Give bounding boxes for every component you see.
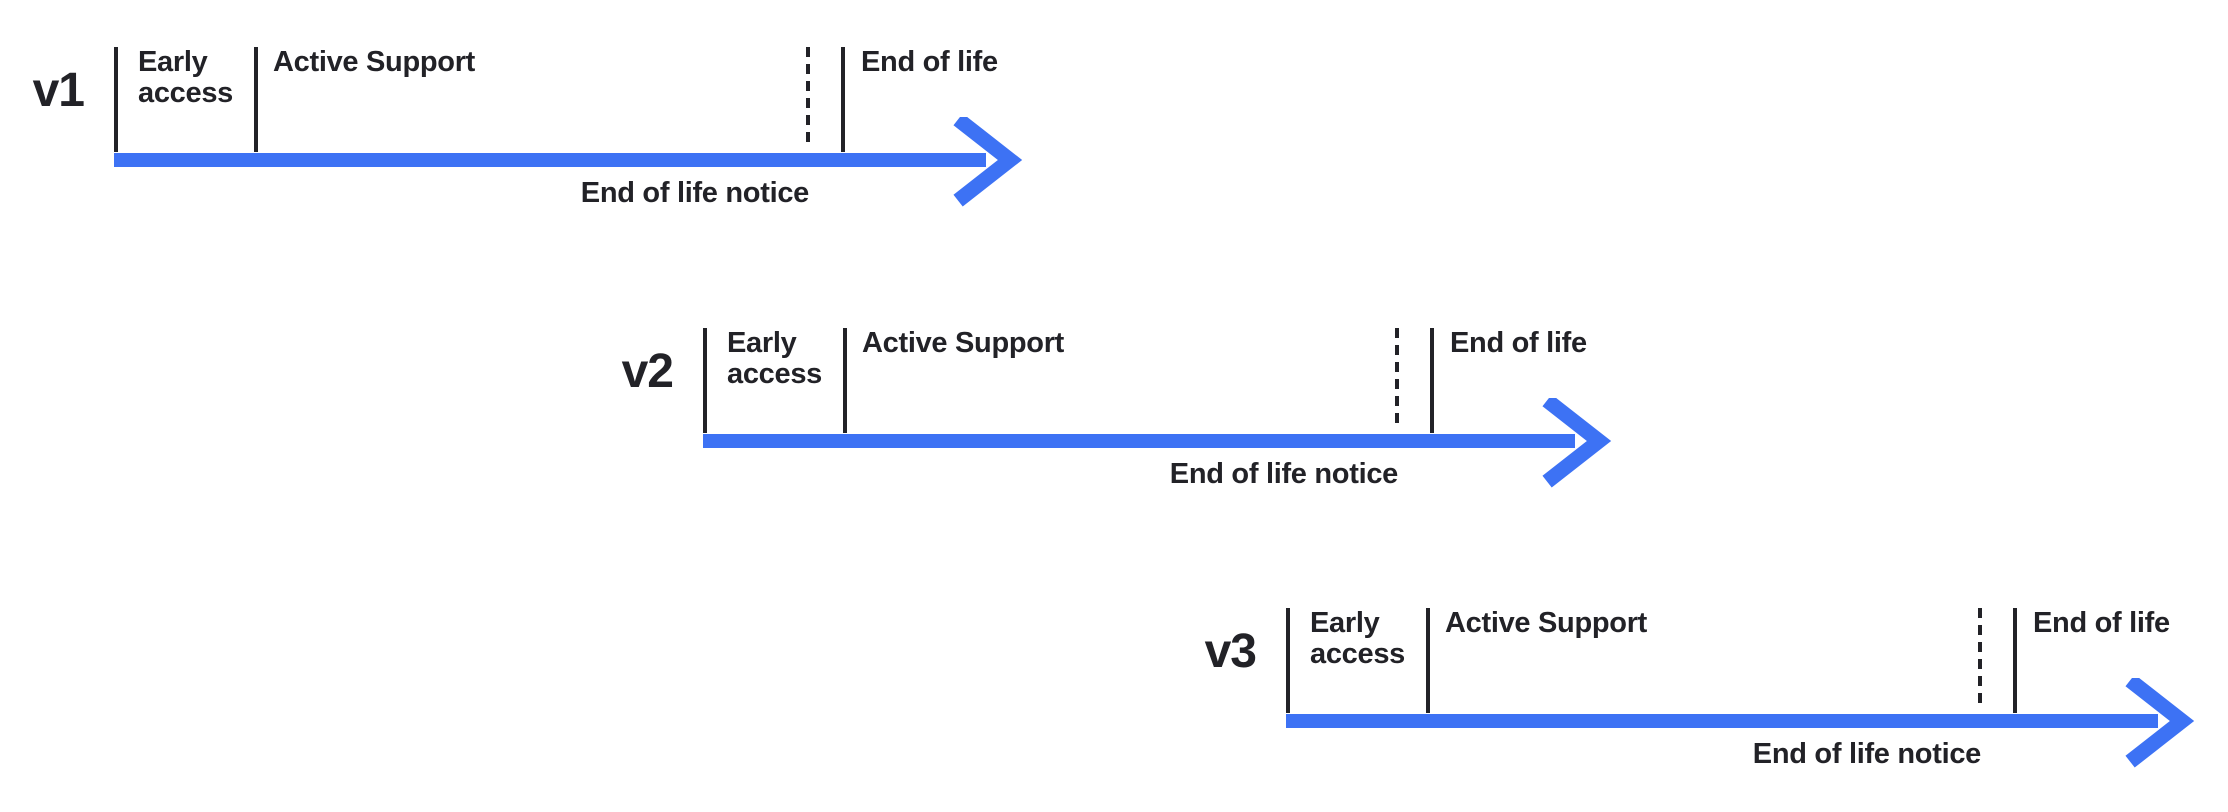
early-access-start-tick <box>114 47 118 152</box>
end-of-life-tick <box>841 47 845 152</box>
active-support-start-tick <box>1426 608 1430 713</box>
version-label: v1 <box>32 64 85 117</box>
end-of-life-notice-dashed-tick <box>1395 328 1399 430</box>
end-of-life-notice-dashed-tick <box>1978 608 1982 710</box>
end-of-life-tick <box>2013 608 2017 713</box>
active-support-start-tick <box>843 328 847 433</box>
active-support-start-tick <box>254 47 258 152</box>
timeline-row-v2: v2 Early access Active Support End of li… <box>622 327 1633 513</box>
end-of-life-tick <box>1430 328 1434 433</box>
end-of-life-label: End of life <box>861 46 998 78</box>
end-of-life-label: End of life <box>1450 327 1587 359</box>
end-of-life-notice-label: End of life notice <box>1169 458 1399 490</box>
timeline-arrow-icon <box>1286 678 2195 768</box>
early-access-label: Early access <box>1310 607 1405 670</box>
end-of-life-label: End of life <box>2033 607 2170 639</box>
version-label: v2 <box>621 345 674 398</box>
end-of-life-notice-label: End of life notice <box>1752 738 1982 770</box>
timeline-row-v1: v1 Early access Active Support End of li… <box>33 46 1044 232</box>
timeline-arrow-icon <box>703 398 1612 488</box>
end-of-life-notice-dashed-tick <box>806 47 810 149</box>
early-access-start-tick <box>1286 608 1290 713</box>
timeline-row-v3: v3 Early access Active Support End of li… <box>1205 607 2216 793</box>
early-access-label: Early access <box>138 46 233 109</box>
early-access-label: Early access <box>727 327 822 390</box>
active-support-label: Active Support <box>273 46 476 78</box>
active-support-label: Active Support <box>1445 607 1648 639</box>
version-label: v3 <box>1204 625 1257 678</box>
active-support-label: Active Support <box>862 327 1065 359</box>
timeline-arrow-icon <box>114 117 1023 207</box>
early-access-start-tick <box>703 328 707 433</box>
end-of-life-notice-label: End of life notice <box>580 177 810 209</box>
